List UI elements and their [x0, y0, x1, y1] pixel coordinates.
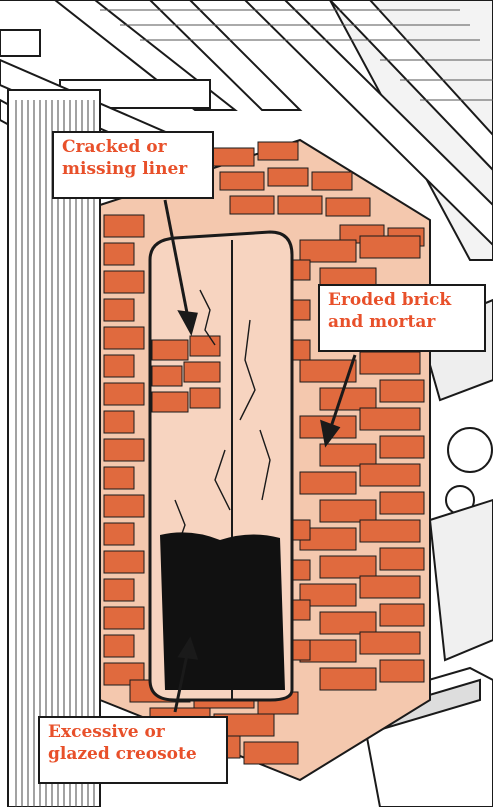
callout-eroded-brick-line2: and mortar [328, 311, 476, 333]
callout-cracked-liner: Cracked or missing liner [52, 131, 214, 199]
exposed-bricks [152, 336, 220, 412]
callout-creosote: Excessive or glazed creosote [38, 716, 228, 784]
callout-creosote-line1: Excessive or [48, 721, 218, 743]
callout-creosote-line2: glazed creosote [48, 743, 218, 765]
callout-cracked-liner-line1: Cracked or [62, 136, 204, 158]
creosote-deposit [160, 532, 285, 690]
callout-eroded-brick-line1: Eroded brick [328, 289, 476, 311]
callout-eroded-brick: Eroded brick and mortar [318, 284, 486, 352]
callout-cracked-liner-line2: missing liner [62, 158, 204, 180]
flue-liner [150, 232, 292, 700]
